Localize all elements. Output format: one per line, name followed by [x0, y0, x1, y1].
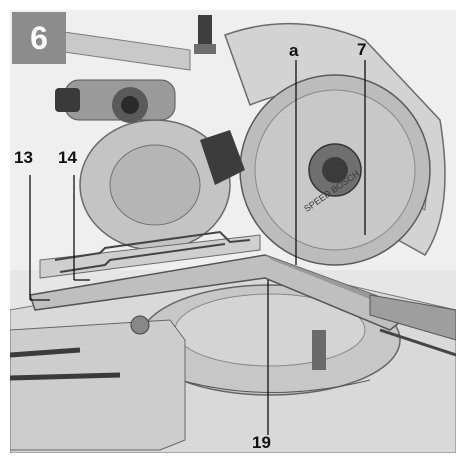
- callout-13: 13: [14, 148, 33, 167]
- callout-14: 14: [58, 148, 77, 167]
- callout-a: a: [289, 41, 299, 60]
- miter-saw-photo: SPEED BOSCH: [10, 10, 456, 453]
- callout-19: 19: [252, 433, 271, 452]
- callout-7: 7: [357, 40, 367, 59]
- figure-number: 6: [12, 12, 66, 64]
